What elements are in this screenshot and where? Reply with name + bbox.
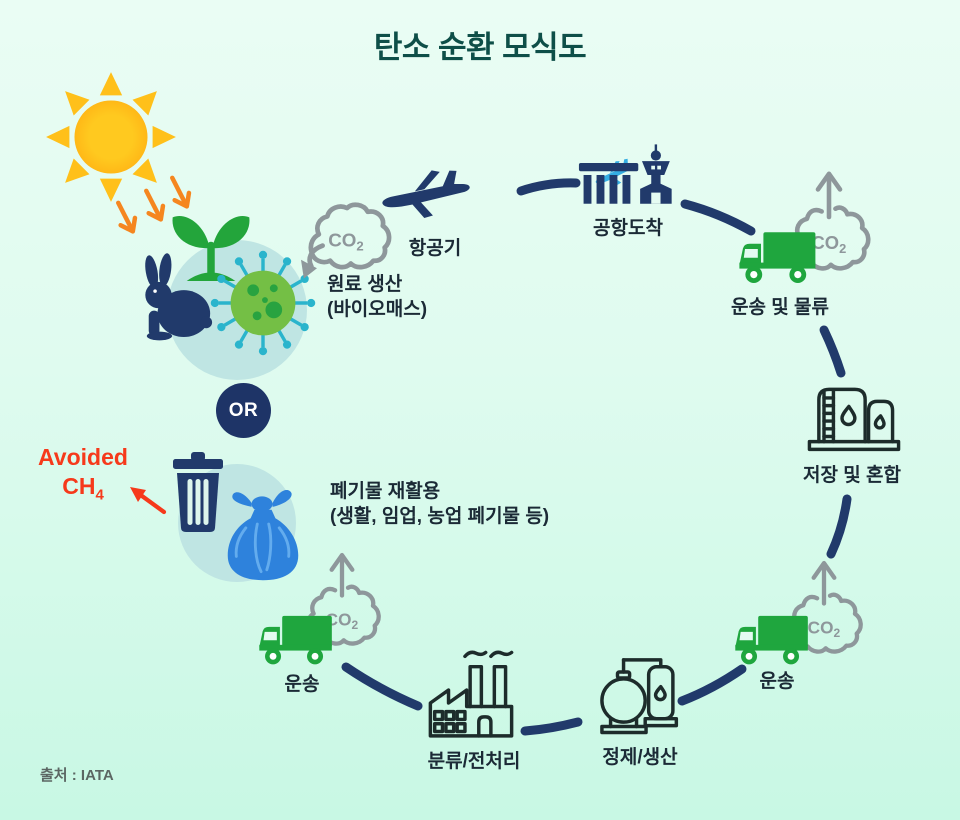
transport-right-label: 운송: [759, 671, 795, 692]
waste-label-line2: (생활, 임업, 농업 폐기물 등): [330, 506, 550, 528]
refinery-icon: [600, 658, 679, 735]
waste-bag-icon: [227, 490, 299, 581]
page-title: 탄소 순환 모식도: [373, 30, 587, 65]
truck-icon: [737, 228, 825, 286]
storage-tanks-icon: [807, 387, 901, 452]
truck-icon: [733, 612, 817, 667]
source-label: 출처 : IATA: [40, 767, 114, 784]
airport-icon: [578, 144, 672, 204]
sorting-label: 분류/전처리: [427, 751, 521, 772]
feedstock-label: 원료 생산 (바이오매스): [327, 272, 427, 322]
rabbit-icon: [145, 253, 213, 341]
refining-label: 정제/생산: [602, 747, 678, 768]
airport-label: 공항도착: [593, 218, 663, 239]
feedstock-label-line2: (바이오매스): [327, 299, 428, 321]
airplane-icon: [378, 166, 484, 221]
sunlight-arrows-icon: [116, 175, 192, 234]
aircraft-label: 항공기: [408, 238, 462, 259]
trash-can-icon: [173, 452, 223, 532]
feedstock-label-line1: 원료 생산: [327, 274, 403, 295]
factory-icon: [428, 650, 514, 738]
storage-label: 저장 및 혼합: [803, 465, 901, 486]
logistics-label: 운송 및 물류: [731, 297, 829, 318]
waste-label: 폐기물 재활용 (생활, 임업, 농업 폐기물 등): [330, 479, 549, 529]
avoided-ch4-arrow-icon: [130, 487, 167, 515]
avoided-word: Avoided: [38, 444, 128, 470]
transport-left-label: 운송: [284, 674, 320, 695]
waste-label-line1: 폐기물 재활용: [330, 481, 441, 502]
microbe-icon: [210, 250, 316, 356]
truck-icon: [257, 612, 341, 667]
avoided-formula: CH4: [62, 472, 104, 504]
avoided-ch4-label: Avoided CH4: [24, 443, 142, 505]
or-badge: OR: [216, 383, 271, 438]
sun-icon: [46, 72, 176, 202]
